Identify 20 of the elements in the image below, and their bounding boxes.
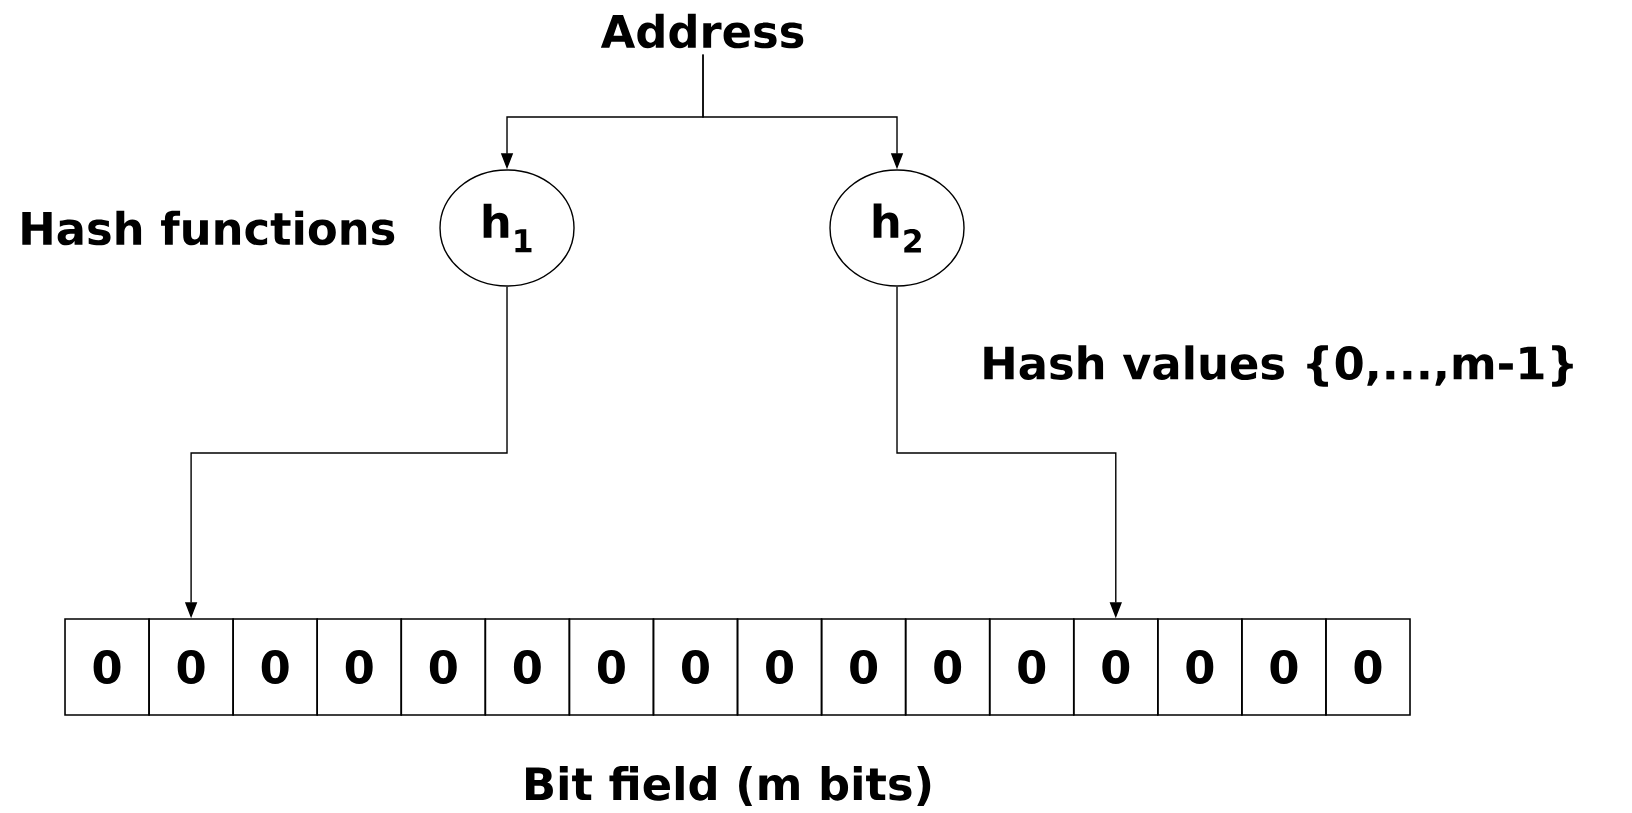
bit-cell: 0 xyxy=(988,618,1075,716)
bit-cell: 0 xyxy=(1325,618,1411,716)
caption-text: Hash functions xyxy=(22,210,395,246)
bit-cell: 0 xyxy=(568,618,655,716)
bit-cell: 0 xyxy=(1072,618,1159,716)
bit-cell: 0 xyxy=(316,618,403,716)
bit-cell: 0 xyxy=(736,618,823,716)
bit-cell: 0 xyxy=(64,618,150,716)
caption-text: Bit field (m bits) xyxy=(526,766,931,806)
bit-cell: 0 xyxy=(820,618,907,716)
bit-cell: 0 xyxy=(904,618,991,716)
bit-cell: 0 xyxy=(232,618,318,716)
bit-cell: 0 xyxy=(1157,618,1243,716)
bit-cell: 0 xyxy=(400,618,487,716)
caption-text: Hash values {0,...,m-1} xyxy=(984,345,1573,387)
bit-cell: 0 xyxy=(484,618,571,716)
address-label: Address xyxy=(600,13,804,49)
bit-cell: 0 xyxy=(652,618,739,716)
bit-cell: 0 xyxy=(1241,618,1327,716)
bit-cell: 0 xyxy=(148,618,234,716)
